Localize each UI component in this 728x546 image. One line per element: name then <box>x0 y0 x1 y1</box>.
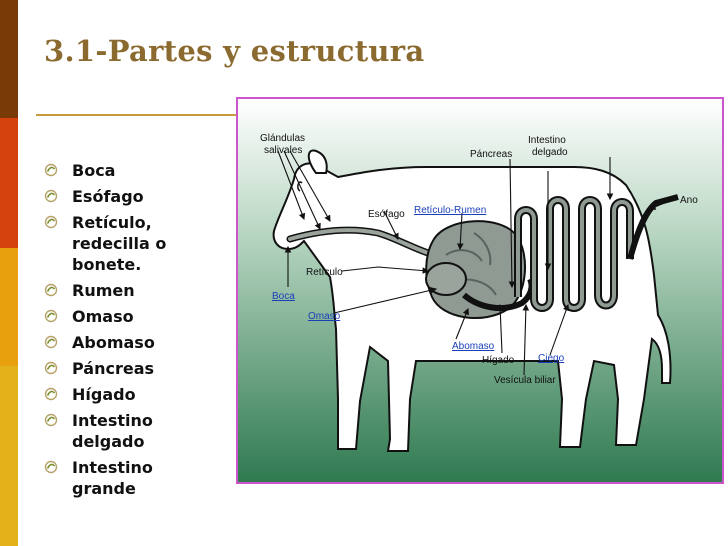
bullet-item: Rumen <box>44 280 194 301</box>
sidebar-stripe-amber <box>0 248 18 366</box>
sidebar-stripe-orange <box>0 118 18 248</box>
label-boca[interactable]: Boca <box>272 291 295 302</box>
cow-ear <box>307 149 328 174</box>
label-abomaso[interactable]: Abomaso <box>452 341 495 352</box>
swirl-bullet-icon <box>44 335 58 349</box>
swirl-bullet-icon <box>44 283 58 297</box>
bullet-text: Boca <box>72 161 116 180</box>
small-intestine-inner <box>516 198 632 310</box>
bullet-item: Páncreas <box>44 358 194 379</box>
label-intestino-line2: delgado <box>532 147 568 158</box>
bullet-text: Hígado <box>72 385 136 404</box>
swirl-bullet-icon <box>44 361 58 375</box>
swirl-bullet-icon <box>44 387 58 401</box>
cow-digestive-diagram: Glándulas salivales Páncreas Intestino d… <box>236 97 724 484</box>
label-omaso[interactable]: Omaso <box>308 311 341 322</box>
swirl-bullet-icon <box>44 189 58 203</box>
sidebar-stripe-gold <box>0 366 18 546</box>
bullet-item: Boca <box>44 160 194 181</box>
swirl-bullet-icon <box>44 309 58 323</box>
swirl-bullet-icon <box>44 460 58 474</box>
slide-title: 3.1-Partes y estructura <box>44 34 425 68</box>
swirl-bullet-icon <box>44 413 58 427</box>
bullet-item: Retículo, redecilla o bonete. <box>44 212 194 275</box>
cow-eye <box>297 181 303 192</box>
bullet-item: Intestino grande <box>44 457 194 499</box>
bullet-item: Esófago <box>44 186 194 207</box>
label-esofago: Esófago <box>368 209 405 220</box>
swirl-bullet-icon <box>44 163 58 177</box>
label-higado: Hígado <box>482 355 515 366</box>
label-ciego[interactable]: Ciego <box>538 353 565 364</box>
bullet-item: Abomaso <box>44 332 194 353</box>
label-pancreas: Páncreas <box>470 149 512 160</box>
bullet-item: Hígado <box>44 384 194 405</box>
label-ano: Ano <box>680 195 698 206</box>
bullet-text: Retículo, redecilla o bonete. <box>72 213 167 274</box>
bullet-text: Intestino grande <box>72 458 153 498</box>
bullet-text: Páncreas <box>72 359 155 378</box>
esophagus-inner <box>288 228 436 257</box>
cow-digestive-svg: Glándulas salivales Páncreas Intestino d… <box>238 99 722 482</box>
bullet-text: Rumen <box>72 281 135 300</box>
sidebar-stripe-dark-brown <box>0 0 18 118</box>
omasum-shape <box>425 262 467 296</box>
bullet-text: Abomaso <box>72 333 155 352</box>
bullet-text: Intestino delgado <box>72 411 153 451</box>
bullet-item: Intestino delgado <box>44 410 194 452</box>
bullet-list: Boca Esófago Retículo, redecilla o bonet… <box>44 160 194 504</box>
title-underline <box>36 114 236 116</box>
bullet-text: Esófago <box>72 187 144 206</box>
label-intestino-line1: Intestino <box>528 135 566 146</box>
label-reticulo: Retículo <box>306 267 343 278</box>
label-glandulas-line2: salivales <box>264 145 302 156</box>
bullet-item: Omaso <box>44 306 194 327</box>
callout-lines <box>277 150 675 376</box>
label-vesicula: Vesícula biliar <box>494 375 556 386</box>
swirl-bullet-icon <box>44 215 58 229</box>
label-reticulo-rumen[interactable]: Retículo-Rumen <box>414 205 486 216</box>
bullet-text: Omaso <box>72 307 134 326</box>
label-glandulas-line1: Glándulas <box>260 133 305 144</box>
large-intestine-tube <box>627 194 679 260</box>
